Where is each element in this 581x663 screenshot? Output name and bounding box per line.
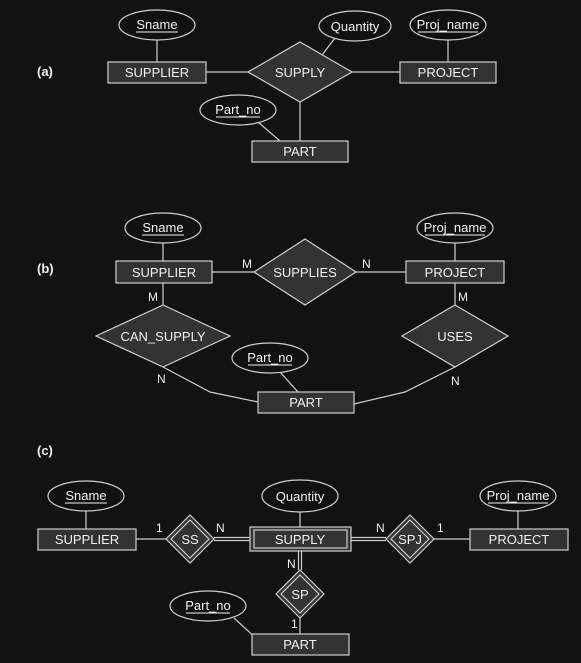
weak-entity-supply-label: SUPPLY: [275, 532, 326, 547]
relationship-can-supply: [94, 304, 232, 368]
attribute-proj-name-label: Proj_name: [417, 17, 480, 32]
relationship-supplies-label: SUPPLIES: [273, 265, 337, 280]
identifying-relationship-spj-label: SPJ: [398, 532, 422, 547]
identifying-relationship-spj-inner: [390, 519, 430, 559]
entity-supplier: [37, 528, 137, 551]
identifying-relationship-ss-label: SS: [181, 532, 199, 547]
cardinality-uses-part: N: [451, 374, 460, 388]
entity-supplier-label: SUPPLIER: [132, 265, 196, 280]
attribute-part-no-label: Part_no: [185, 598, 231, 613]
entity-supplier: [115, 260, 213, 284]
attribute-quantity-label: Quantity: [331, 19, 380, 34]
cardinality-supply-sp: N: [287, 557, 296, 571]
diagram-c: (c) Sname Quantity Proj_name Part_no SUP…: [37, 443, 569, 656]
line-partno-part: [279, 371, 299, 393]
weak-entity-supply-inner-border: [253, 529, 348, 549]
entity-project-label: PROJECT: [418, 65, 479, 80]
cardinality-spj-project: 1: [437, 521, 444, 535]
attribute-part-no-label: Part_no: [247, 350, 293, 365]
cardinality-project-uses: M: [458, 290, 468, 304]
cardinality-supplies-project: N: [362, 257, 371, 271]
relationship-supply-label: SUPPLY: [275, 65, 326, 80]
diagram-b-tag: (b): [37, 261, 54, 276]
entity-project-label: PROJECT: [425, 265, 486, 280]
attribute-sname-label: Sname: [142, 220, 183, 235]
entity-project-label: PROJECT: [489, 532, 550, 547]
relationship-can-supply-label: CAN_SUPPLY: [120, 329, 205, 344]
diagram-c-tag: (c): [37, 443, 53, 458]
attribute-sname-label: Sname: [136, 17, 177, 32]
diagram-b: (b) Sname Proj_name Part_no SUPPLIER PRO…: [37, 212, 510, 414]
line-uses-part: [353, 366, 456, 405]
cardinality-supply-spj: N: [376, 521, 385, 535]
relationship-uses: [400, 304, 510, 368]
attribute-part-no-label: Part_no: [215, 102, 261, 117]
diagram-a-tag: (a): [37, 64, 53, 79]
line-can-supply-part: [162, 366, 259, 403]
relationship-supply: [246, 41, 354, 103]
entity-part: [251, 140, 349, 163]
identifying-relationship-ss-inner: [170, 519, 210, 559]
relationship-uses-label: USES: [437, 329, 473, 344]
cardinality-supplier-ss: 1: [156, 521, 163, 535]
entity-part: [257, 391, 355, 414]
line-quantity-supply: [321, 37, 336, 56]
attribute-quantity: [318, 10, 392, 42]
diagram-a: (a) Sname Quantity Proj_name Part_no SUP…: [37, 9, 497, 163]
line-partno-part: [257, 121, 281, 142]
entity-part: [251, 633, 350, 656]
attribute-quantity-label: Quantity: [276, 489, 325, 504]
identifying-relationship-sp-inner: [280, 574, 320, 614]
relationship-supplies: [252, 238, 358, 306]
cardinality-ss-supply: N: [216, 521, 225, 535]
cardinality-supplier-can-supply: M: [148, 290, 158, 304]
entity-project: [405, 260, 505, 284]
attribute-quantity: [261, 479, 339, 513]
identifying-relationship-sp-label: SP: [291, 587, 308, 602]
entity-supplier: [107, 61, 207, 84]
entity-supplier-label: SUPPLIER: [125, 65, 189, 80]
entity-project: [399, 61, 497, 84]
cardinality-supplier-supplies: M: [242, 257, 252, 271]
entity-part-label: PART: [283, 144, 317, 159]
entity-part-label: PART: [283, 637, 317, 652]
attribute-proj-name-label: Proj_name: [424, 220, 487, 235]
attribute-proj-name-label: Proj_name: [487, 488, 550, 503]
entity-part-label: PART: [289, 395, 323, 410]
cardinality-can-supply-part: N: [157, 372, 166, 386]
attribute-sname-label: Sname: [65, 488, 106, 503]
entity-project: [469, 528, 569, 551]
cardinality-sp-part: 1: [291, 617, 298, 631]
entity-supplier-label: SUPPLIER: [55, 532, 119, 547]
